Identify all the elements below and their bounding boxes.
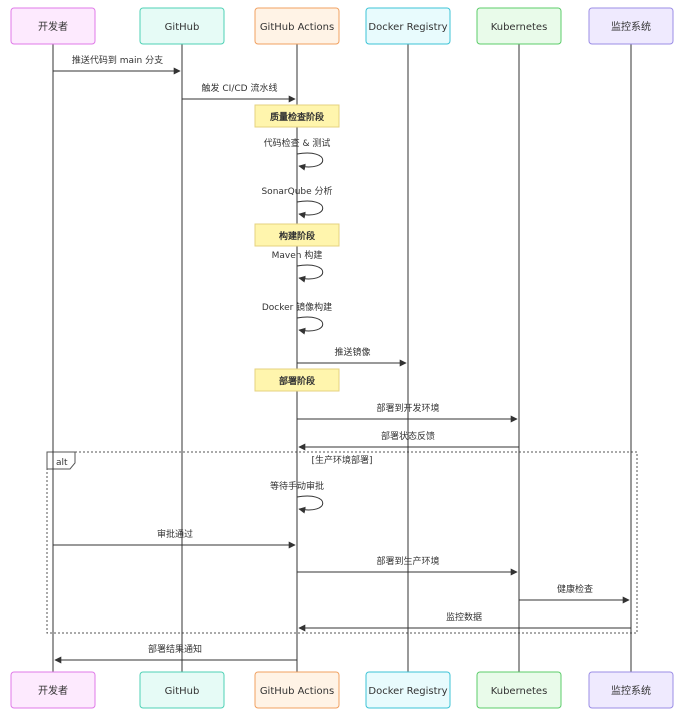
alt-label-box [46,451,76,470]
actor-gha-bottom: GitHub Actions [254,671,340,709]
note-label: 构建阶段 [279,230,316,242]
event-msg: 触发 CI/CD 流水线 [182,82,296,103]
message-label: 推送镜像 [334,346,370,358]
self-message-label: Docker 镜像构建 [262,301,332,313]
self-message-label: 等待手动审批 [270,480,324,492]
actor-box [10,7,96,45]
actor-label: GitHub Actions [260,22,334,33]
message-label: 触发 CI/CD 流水线 [202,82,278,94]
actor-box [254,671,340,709]
note-box [254,223,340,247]
alt-fragment-box [46,451,638,634]
actor-k8s-bottom: Kubernetes [476,671,562,709]
event-msg: 部署结果通知 [54,643,297,664]
self-message-arrow [296,264,324,283]
event-msg: 推送代码到 main 分支 [53,54,181,75]
actor-label: Docker Registry [368,22,447,33]
event-msg: 部署到开发环境 [297,402,518,423]
self-message-arrow [296,200,324,219]
actor-box [588,671,674,709]
self-message-label: 代码检查 & 测试 [264,137,331,149]
message-label: 部署到生产环境 [376,555,439,567]
actor-box [139,7,225,45]
self-message-label: Maven 构建 [272,249,323,261]
actor-label: GitHub [165,22,200,33]
actor-box [254,7,340,45]
note-box [254,104,340,128]
actor-box [365,7,451,45]
note-label: 质量检查阶段 [270,111,325,123]
actor-label: Kubernetes [491,22,548,33]
event-self: SonarQube 分析 [261,185,333,219]
note-label: 部署阶段 [279,375,316,387]
message-label: 部署到开发环境 [376,402,439,414]
actor-gh-bottom: GitHub [139,671,225,709]
event-self: Maven 构建 [272,249,324,283]
actor-reg-top: Docker Registry [365,7,451,45]
message-label: 部署结果通知 [148,643,202,655]
actor-k8s-top: Kubernetes [476,7,562,45]
alt-label: alt [56,458,68,468]
actor-box [588,7,674,45]
message-label: 审批通过 [157,528,193,540]
self-message-arrow [296,316,324,335]
event-msg: 健康检查 [519,583,630,604]
event-self: Docker 镜像构建 [262,301,332,335]
self-message-arrow [296,495,324,514]
actor-label: 监控系统 [611,20,651,33]
event-msg: 监控数据 [298,611,631,632]
self-message-arrow [296,152,324,171]
note-box [254,368,340,392]
actor-mon-bottom: 监控系统 [588,671,674,709]
message-label: 健康检查 [557,583,593,595]
event-msg: 部署状态反馈 [298,430,519,451]
actor-mon-top: 监控系统 [588,7,674,45]
event-msg: 推送镜像 [297,346,407,367]
actor-reg-bottom: Docker Registry [365,671,451,709]
actor-gha-top: GitHub Actions [254,7,340,45]
event-note: 部署阶段 [254,368,340,392]
message-label: 监控数据 [446,611,482,623]
actor-label: Kubernetes [491,686,548,697]
actor-gh-top: GitHub [139,7,225,45]
actor-dev-top: 开发者 [10,7,96,45]
actor-box [365,671,451,709]
actor-label: GitHub Actions [260,686,334,697]
message-label: 推送代码到 main 分支 [72,54,163,66]
event-note: 构建阶段 [254,223,340,247]
actor-label: 监控系统 [611,684,651,697]
actor-label: GitHub [165,686,200,697]
actor-dev-bottom: 开发者 [10,671,96,709]
actor-box [476,671,562,709]
actor-label: Docker Registry [368,686,447,697]
event-msg: 审批通过 [53,528,296,549]
event-msg: 部署到生产环境 [297,555,518,576]
message-label: 部署状态反馈 [381,430,435,442]
event-self: 代码检查 & 测试 [264,137,331,171]
actor-label: 开发者 [38,684,68,697]
actor-box [476,7,562,45]
alt-fragment-layer: alt [生产环境部署] [46,451,638,634]
actor-label: 开发者 [38,20,68,33]
event-note: 质量检查阶段 [254,104,340,128]
actor-box [10,671,96,709]
self-message-label: SonarQube 分析 [261,185,332,197]
lifelines-layer [52,44,632,672]
alt-condition: [生产环境部署] [311,454,372,466]
event-self: 等待手动审批 [270,480,324,514]
actor-box [139,671,225,709]
